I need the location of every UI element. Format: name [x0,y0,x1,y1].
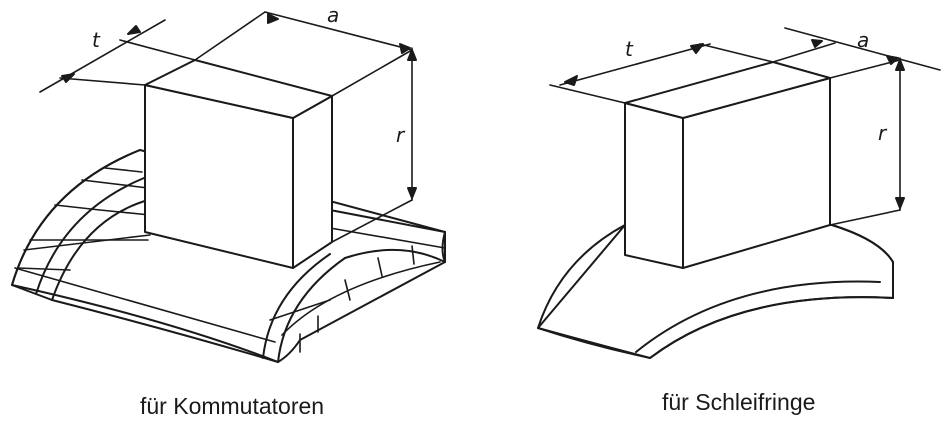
dim-label-t-left: t [92,28,101,52]
commutator-figure: t a r für Kommutatoren [11,3,446,419]
dimension-lines-right [549,27,941,226]
slipring-brush-block [624,61,831,269]
slipring-figure: t a r für Schleifringe [537,27,941,415]
caption-slipring: für Schleifringe [662,389,815,415]
dimension-lines-left [39,11,417,243]
slipring-segment [537,224,894,359]
caption-commutator: für Kommutatoren [140,393,324,419]
dim-label-r-right: r [878,121,888,145]
dim-label-a-right: a [857,28,869,52]
dim-label-r-left: r [396,123,406,147]
commutator-segment [11,149,446,363]
dim-label-t-right: t [625,37,634,61]
dim-label-a-left: a [327,3,339,27]
brush-block [144,59,333,269]
